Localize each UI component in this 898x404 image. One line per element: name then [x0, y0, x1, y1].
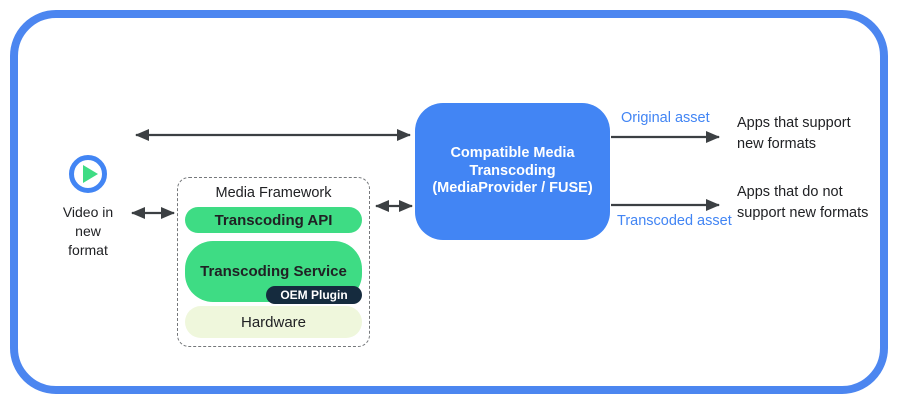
- transcoding-api-label: Transcoding API: [214, 211, 333, 229]
- hardware-pill: Hardware: [185, 306, 362, 338]
- oem-plugin-label: OEM Plugin: [280, 288, 348, 302]
- diagram-border: [10, 10, 888, 394]
- play-icon: [69, 155, 107, 193]
- play-triangle-icon: [83, 165, 98, 183]
- apps-no-support-text: Apps that do not support new formats: [737, 184, 869, 221]
- hardware-label: Hardware: [240, 313, 307, 331]
- media-framework-box: Media Framework Transcoding API Transcod…: [177, 177, 370, 347]
- video-input-caption: Video in new format: [62, 204, 114, 258]
- compatible-media-transcoding-box: Compatible Media Transcoding (MediaProvi…: [415, 103, 610, 240]
- transcoding-api-pill: Transcoding API: [185, 207, 362, 233]
- oem-plugin-badge: OEM Plugin: [266, 286, 362, 304]
- transcoded-asset-label: Transcoded asset: [617, 213, 732, 229]
- apps-support-text: Apps that support new formats: [737, 115, 851, 152]
- media-framework-title: Media Framework: [215, 185, 332, 201]
- transcoding-service-label: Transcoding Service: [200, 263, 347, 280]
- original-asset-label: Original asset: [621, 110, 710, 126]
- transcoding-service-pill: Transcoding Service OEM Plugin: [185, 241, 362, 304]
